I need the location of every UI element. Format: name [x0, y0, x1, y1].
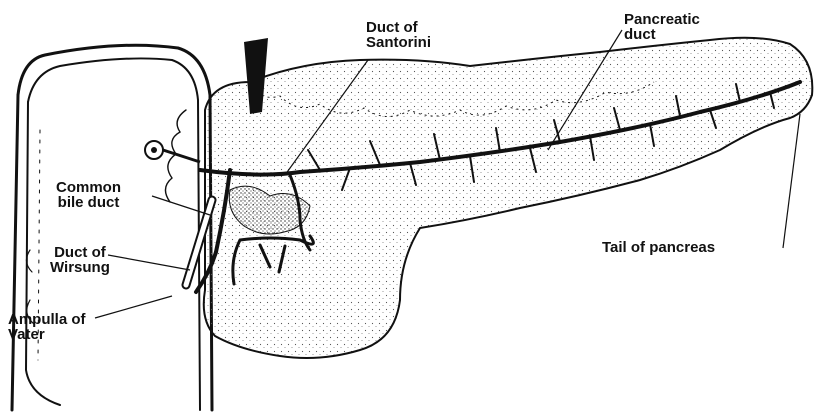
label-duct-of-wirsung: Duct of Wirsung — [50, 245, 110, 275]
label-line: Wirsung — [50, 260, 110, 275]
label-common-bile-duct: Common bile duct — [56, 180, 121, 210]
label-line: Santorini — [366, 35, 431, 50]
label-line: Ampulla of — [8, 312, 86, 327]
label-ampulla-of-vater: Ampulla of Vater — [8, 312, 86, 342]
label-line: Vater — [8, 327, 86, 342]
label-line: Duct of — [366, 20, 431, 35]
label-line: Pancreatic — [624, 12, 700, 27]
label-line: Common — [56, 180, 121, 195]
label-tail-of-pancreas: Tail of pancreas — [602, 240, 715, 255]
pancreas-gland — [204, 38, 813, 358]
label-line: bile duct — [56, 195, 121, 210]
label-duct-of-santorini: Duct of Santorini — [366, 20, 431, 50]
label-pancreatic-duct: Pancreatic duct — [624, 12, 700, 42]
duodenum — [12, 45, 212, 410]
label-line: Duct of — [50, 245, 110, 260]
label-line: duct — [624, 27, 700, 42]
